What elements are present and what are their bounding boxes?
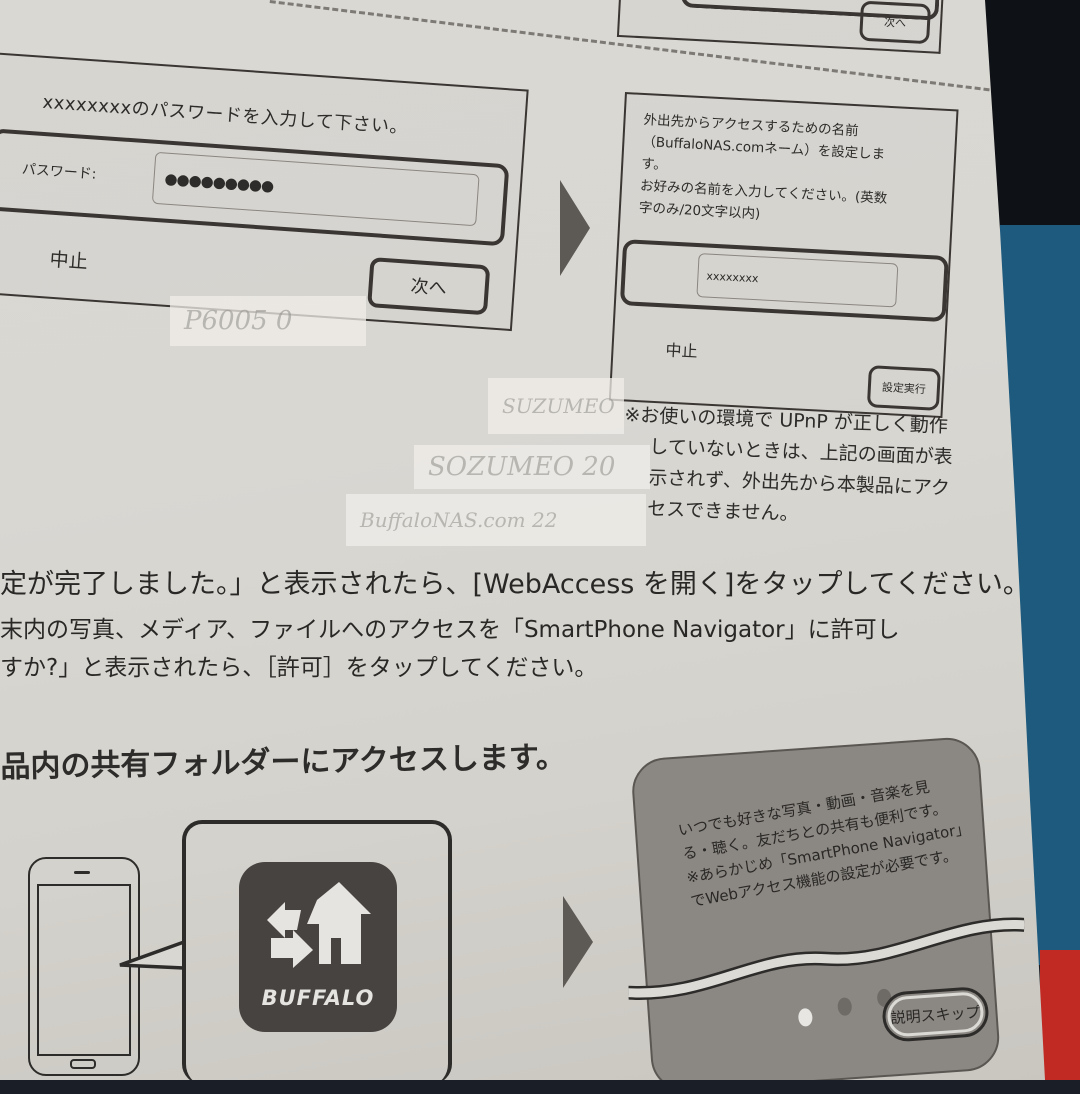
password-field-frame: パスワード: ●●●●●●●●●	[0, 128, 510, 247]
callout-bubble	[182, 820, 452, 1080]
smartphone-navigator-app-icon[interactable]: BUFFALO	[239, 862, 397, 1032]
app-intro-text: いつでも好きな写真・動画・音楽を見 る・聴く。友だちとの共有も便利です。 ※あら…	[676, 769, 978, 914]
execute-settings-button[interactable]: 設定実行	[866, 365, 941, 411]
instruction-line: すか?」と表示されたら、［許可］をタップしてください。	[0, 655, 598, 681]
handwritten-tape-label: BuffaloNAS.com 22	[346, 494, 646, 546]
page-indicator-dot[interactable]	[837, 997, 853, 1017]
name-dialog-panel: 外出先からアクセスするための名前 （BuffaloNAS.comネーム）を設定し…	[608, 92, 959, 419]
app-brand-label: BUFFALO	[261, 986, 375, 1010]
name-input[interactable]: xxxxxxxx	[696, 253, 899, 308]
phone-screen	[37, 884, 131, 1056]
upnp-note: ※お使いの環境で UPnP が正しく動作 していないときは、上記の画面が表 示さ…	[621, 400, 985, 536]
background-red-object	[1040, 950, 1080, 1080]
password-next-button[interactable]: 次へ	[367, 257, 491, 316]
password-label: パスワード:	[21, 161, 97, 183]
instruction-line: 末内の写真、メディア、ファイルへのアクセスを「SmartPhone Naviga…	[0, 617, 900, 643]
name-field-frame: xxxxxxxx	[619, 239, 949, 323]
page-indicator-dot-active[interactable]	[797, 1007, 813, 1027]
password-cancel-button[interactable]: 中止	[48, 248, 89, 274]
name-dialog-description: 外出先からアクセスするための名前 （BuffaloNAS.comネーム）を設定し…	[638, 109, 891, 232]
step-arrow-icon	[563, 896, 593, 988]
password-dialog-panel: xxxxxxxxのパスワードを入力して下さい。 パスワード: ●●●●●●●●●…	[0, 52, 529, 332]
wave-break-icon	[627, 917, 1025, 1000]
section-heading: 品内の共有フォルダーにアクセスします。	[0, 740, 567, 785]
app-intro-screen: いつでも好きな写真・動画・音楽を見 る・聴く。友だちとの共有も便利です。 ※あら…	[627, 735, 1025, 1080]
handwritten-tape-label: P6005 0	[170, 296, 366, 346]
home-arrows-icon	[267, 882, 371, 968]
step-arrow-icon	[560, 180, 590, 276]
instruction-line: 定が完了しました。」と表示されたら、[WebAccess を開く]をタップしてく…	[0, 569, 1030, 600]
previous-next-button[interactable]: 次へ	[859, 0, 932, 45]
password-input[interactable]: ●●●●●●●●●	[151, 151, 480, 227]
skip-tutorial-button[interactable]: 説明スキップ	[880, 985, 991, 1043]
phone-home-button	[70, 1059, 96, 1069]
callout-tail	[119, 940, 185, 970]
name-cancel-button[interactable]: 中止	[665, 340, 699, 362]
handwritten-tape-label: SUZUMEO	[488, 378, 624, 434]
previous-dialog-panel: 中止 次へ	[616, 0, 946, 54]
phone-speaker	[74, 871, 90, 874]
handwritten-tape-label: SOZUMEO 20	[414, 445, 650, 489]
password-dialog-title: xxxxxxxxのパスワードを入力して下さい。	[41, 91, 409, 139]
